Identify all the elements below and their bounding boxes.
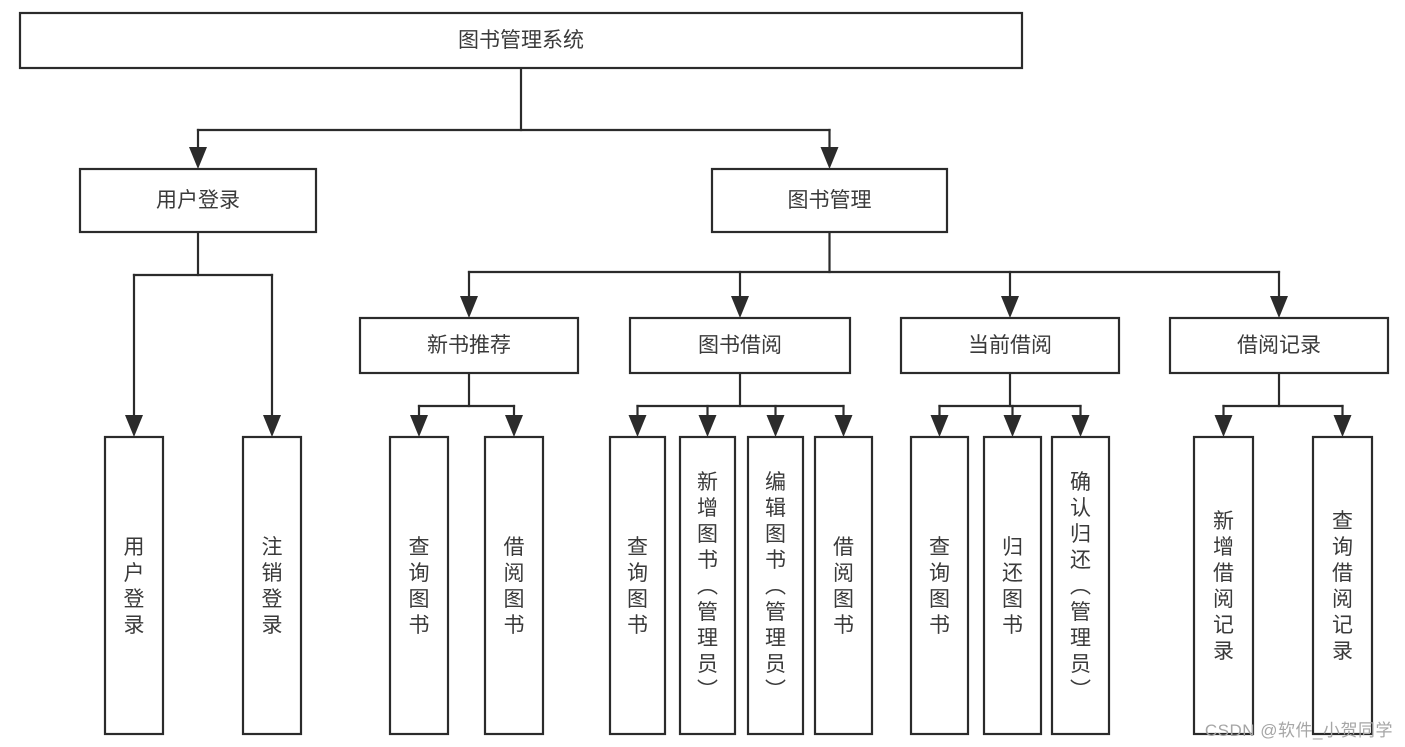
node-label: 图书管理系统 (458, 29, 584, 52)
node-leaf_12[interactable]: 查询借阅记录 (1311, 435, 1374, 736)
node-l2_0[interactable]: 新书推荐 (358, 316, 580, 375)
node-label: 确认归还︵管理员︶ (1070, 471, 1091, 702)
node-box[interactable] (628, 316, 852, 375)
node-leaf_1[interactable]: 注销登录 (241, 435, 303, 736)
node-label: 图书管理 (788, 189, 872, 212)
node-box[interactable] (483, 435, 545, 736)
arrow-head-icon (1003, 415, 1022, 437)
node-leaf_9[interactable]: 归还图书 (982, 435, 1043, 736)
node-box[interactable] (982, 435, 1043, 736)
node-leaf_10[interactable]: 确认归还︵管理员︶ (1050, 435, 1111, 736)
node-leaf_8[interactable]: 查询图书 (909, 435, 970, 736)
arrow-head-icon (834, 415, 853, 437)
nodes-layer: 图书管理系统用户登录图书管理新书推荐图书借阅当前借阅借阅记录用户登录注销登录查询… (18, 11, 1390, 736)
node-box[interactable] (103, 435, 165, 736)
node-leaf_4[interactable]: 查询图书 (608, 435, 667, 736)
arrow-head-icon (505, 415, 523, 437)
node-box[interactable] (1192, 435, 1255, 736)
node-label: 新增图书︵管理员︶ (697, 471, 718, 702)
node-label: 查询借阅记录 (1332, 510, 1353, 663)
node-leaf_2[interactable]: 查询图书 (388, 435, 450, 736)
node-l1_1[interactable]: 图书管理 (710, 167, 949, 234)
node-leaf_11[interactable]: 新增借阅记录 (1192, 435, 1255, 736)
node-label: 查询图书 (409, 536, 430, 637)
node-label: 用户登录 (156, 189, 240, 212)
node-box[interactable] (678, 435, 737, 736)
node-label: 当前借阅 (968, 334, 1052, 357)
node-label: 图书借阅 (698, 334, 782, 357)
node-box[interactable] (813, 435, 874, 736)
node-box[interactable] (1168, 316, 1390, 375)
node-label: 查询图书 (929, 536, 950, 637)
arrow-head-icon (820, 147, 839, 169)
arrow-head-icon (1270, 296, 1288, 318)
arrow-head-icon (1001, 296, 1019, 318)
edges-layer (125, 66, 1352, 437)
node-l2_2[interactable]: 当前借阅 (899, 316, 1121, 375)
node-label: 归还图书 (1002, 536, 1023, 637)
arrow-head-icon (698, 415, 717, 437)
arrow-head-icon (1071, 415, 1090, 437)
node-label: 注销登录 (262, 536, 283, 637)
arrow-head-icon (410, 415, 428, 437)
node-box[interactable] (608, 435, 667, 736)
node-label: 新增借阅记录 (1213, 510, 1234, 663)
node-leaf_7[interactable]: 借阅图书 (813, 435, 874, 736)
node-label: 借阅记录 (1237, 334, 1321, 357)
node-box[interactable] (1311, 435, 1374, 736)
node-box[interactable] (909, 435, 970, 736)
node-box[interactable] (1050, 435, 1111, 736)
node-box[interactable] (388, 435, 450, 736)
node-label: 编辑图书︵管理员︶ (765, 471, 786, 702)
arrow-head-icon (460, 296, 478, 318)
node-leaf_0[interactable]: 用户登录 (103, 435, 165, 736)
node-label: 借阅图书 (833, 536, 854, 637)
node-label: 查询图书 (627, 536, 648, 637)
node-box[interactable] (899, 316, 1121, 375)
node-l1_0[interactable]: 用户登录 (78, 167, 318, 234)
node-box[interactable] (358, 316, 580, 375)
arrow-head-icon (189, 147, 207, 169)
node-label: 用户登录 (124, 536, 145, 637)
arrow-head-icon (1214, 415, 1233, 437)
node-box[interactable] (710, 167, 949, 234)
node-label: 借阅图书 (504, 536, 525, 637)
arrow-head-icon (125, 415, 143, 437)
node-box[interactable] (241, 435, 303, 736)
arrow-head-icon (1333, 415, 1352, 437)
arrow-head-icon (930, 415, 949, 437)
node-leaf_5[interactable]: 新增图书︵管理员︶ (678, 435, 737, 736)
node-box[interactable] (746, 435, 805, 736)
node-l2_1[interactable]: 图书借阅 (628, 316, 852, 375)
node-box[interactable] (18, 11, 1024, 70)
node-l2_3[interactable]: 借阅记录 (1168, 316, 1390, 375)
arrow-head-icon (628, 415, 647, 437)
node-leaf_6[interactable]: 编辑图书︵管理员︶ (746, 435, 805, 736)
node-root[interactable]: 图书管理系统 (18, 11, 1024, 70)
arrow-head-icon (766, 415, 785, 437)
node-box[interactable] (78, 167, 318, 234)
node-label: 新书推荐 (427, 334, 511, 357)
arrow-head-icon (263, 415, 281, 437)
node-leaf_3[interactable]: 借阅图书 (483, 435, 545, 736)
arrow-head-icon (731, 296, 749, 318)
